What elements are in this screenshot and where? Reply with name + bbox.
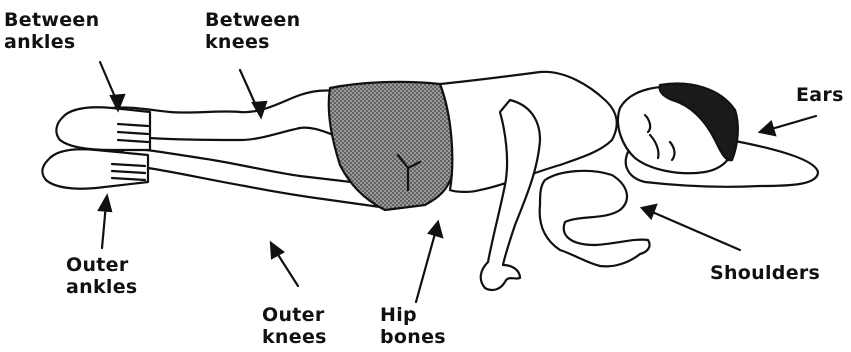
label-between-knees: Between knees (205, 9, 300, 53)
label-outer-knees: Outer knees (262, 304, 327, 348)
label-ears: Ears (796, 84, 844, 106)
lower-foot (42, 149, 148, 188)
label-hip-bones: Hip bones (380, 304, 446, 348)
label-between-ankles: Between ankles (4, 9, 99, 53)
label-shoulders: Shoulders (710, 262, 820, 284)
lower-arm (540, 171, 650, 267)
label-outer-ankles: Outer ankles (66, 254, 138, 298)
upper-foot (56, 107, 150, 150)
